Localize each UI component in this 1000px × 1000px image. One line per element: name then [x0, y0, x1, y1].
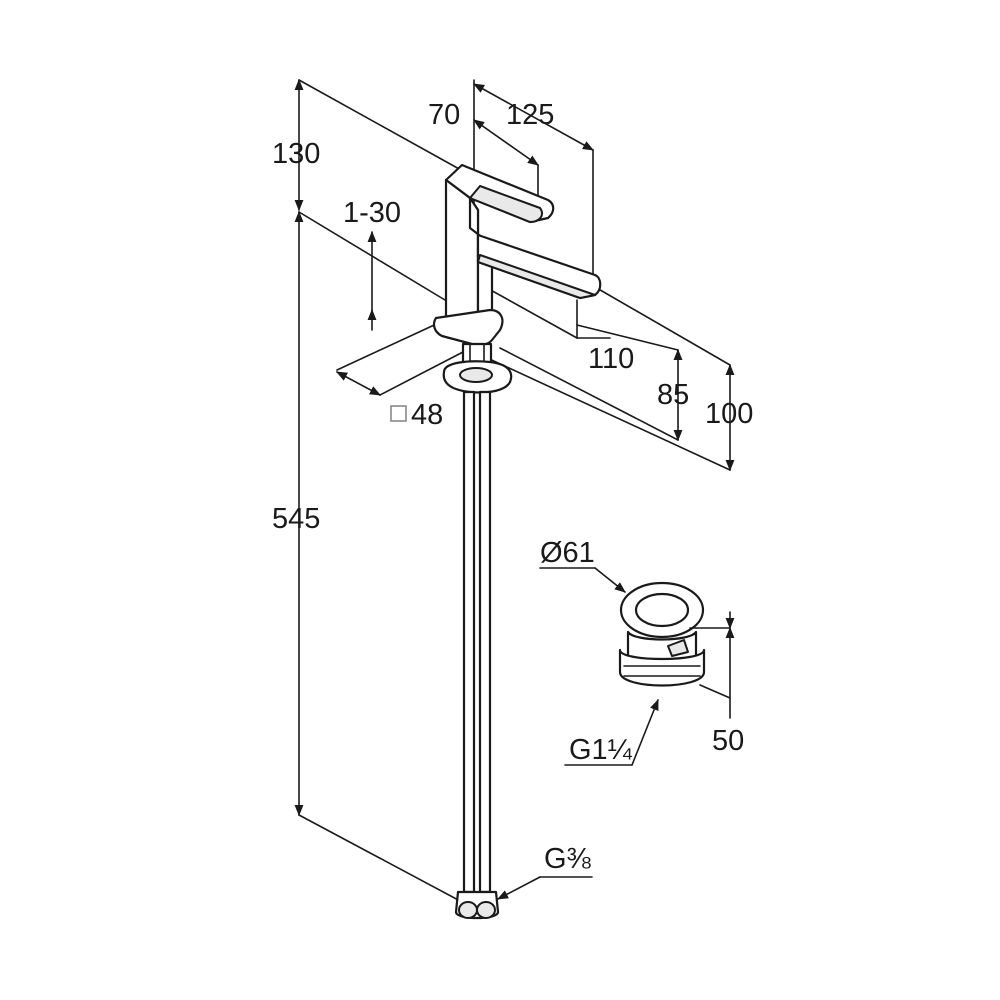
top-dimensions	[473, 79, 594, 276]
dim-125: 125	[506, 99, 554, 131]
square-dimension	[336, 319, 464, 396]
right-vertical-dimensions	[469, 286, 735, 472]
drain-fitting	[539, 567, 735, 766]
dim-130: 130	[272, 138, 320, 170]
square-symbol-icon	[390, 405, 407, 422]
dim-110: 110	[588, 343, 634, 375]
dim-85: 85	[657, 379, 689, 411]
dim-hose-thread: G⅜	[544, 843, 592, 875]
dim-70: 70	[428, 99, 460, 131]
hose-thread-leader	[497, 876, 593, 900]
dim-50: 50	[712, 725, 744, 757]
dim-545: 545	[272, 503, 320, 535]
faucet-body	[432, 163, 602, 920]
dim-48: 48	[411, 399, 443, 431]
projection-dimension	[477, 282, 611, 339]
dim-drain-diameter: Ø61	[540, 537, 595, 569]
vertical-dimension-left	[294, 78, 471, 903]
dim-100: 100	[705, 398, 753, 430]
dim-drain-thread: G1¼	[569, 734, 633, 766]
dim-1-30: 1-30	[343, 197, 401, 229]
